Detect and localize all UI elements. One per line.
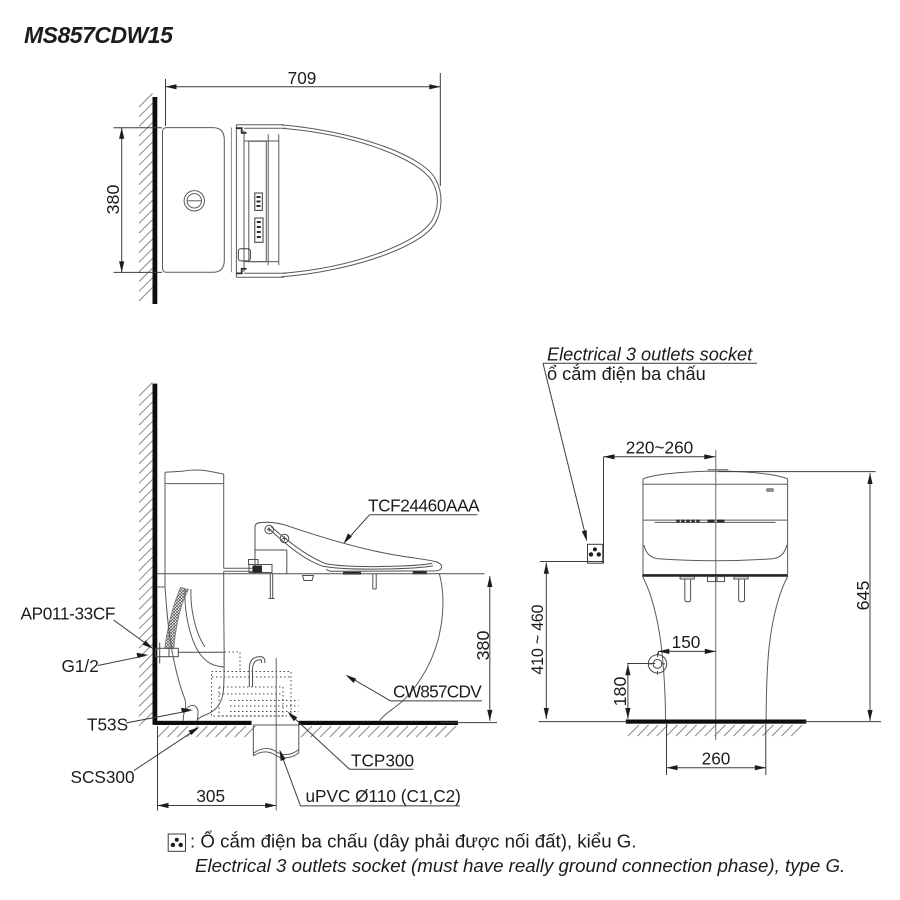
svg-text:AP011-33CF: AP011-33CF <box>21 604 116 624</box>
svg-text:: Ổ cắm điện ba chấu (dây phải: : Ổ cắm điện ba chấu (dây phải được nối … <box>190 831 637 852</box>
svg-text:180: 180 <box>610 677 630 707</box>
svg-text:MS857CDW15: MS857CDW15 <box>24 22 174 48</box>
svg-text:645: 645 <box>853 581 873 611</box>
svg-text:G1/2: G1/2 <box>62 656 99 676</box>
svg-text:ổ cắm điện ba chấu: ổ cắm điện ba chấu <box>547 363 706 384</box>
svg-text:SCS300: SCS300 <box>71 767 135 787</box>
svg-text:220~260: 220~260 <box>626 438 693 458</box>
svg-text:380: 380 <box>103 185 123 215</box>
svg-text:410 ~ 460: 410 ~ 460 <box>529 605 547 675</box>
svg-text:Electrical 3 outlets socket: Electrical 3 outlets socket <box>547 345 753 365</box>
svg-text:709: 709 <box>288 68 317 88</box>
svg-text:T53S: T53S <box>87 715 128 735</box>
svg-text:260: 260 <box>702 749 731 769</box>
svg-text:uPVC Ø110 (C1,C2): uPVC Ø110 (C1,C2) <box>306 786 461 806</box>
svg-text:305: 305 <box>196 786 225 806</box>
svg-text:380: 380 <box>473 631 493 661</box>
svg-text:Electrical 3 outlets socket (m: Electrical 3 outlets socket (must have r… <box>195 855 845 876</box>
svg-text:TCP300: TCP300 <box>351 751 414 771</box>
svg-text:150: 150 <box>672 632 701 652</box>
svg-text:CW857CDV: CW857CDV <box>393 682 482 702</box>
svg-text:TCF24460AAA: TCF24460AAA <box>368 496 480 516</box>
